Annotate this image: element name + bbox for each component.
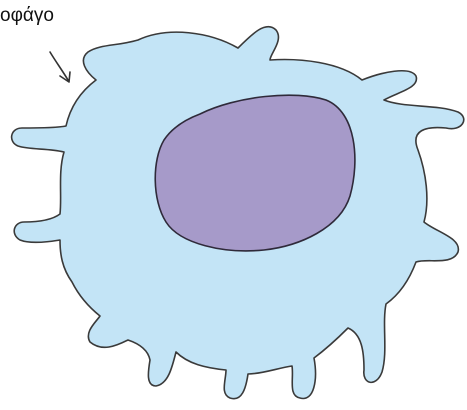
arrow-icon (50, 52, 70, 82)
cell-label: οφάγο (0, 5, 54, 27)
